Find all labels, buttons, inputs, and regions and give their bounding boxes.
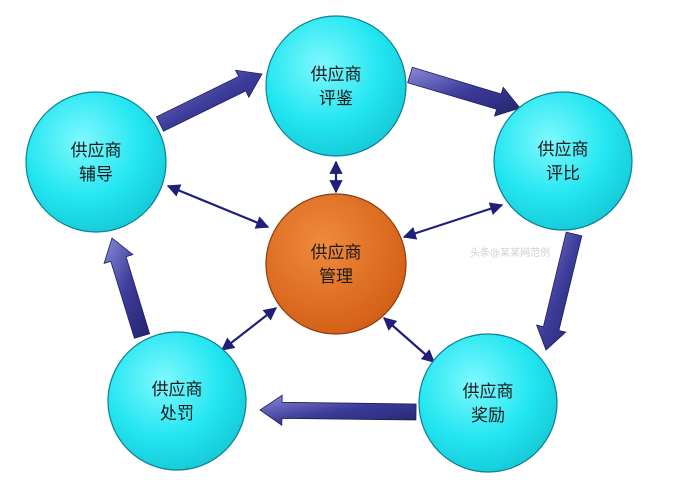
watermark-text: 头条@某某网范例 <box>470 246 550 259</box>
cycle-arrow-compare-to-reward <box>535 231 583 351</box>
connector-penalty <box>220 307 278 351</box>
cycle-arrow-coach-to-evaluate <box>155 69 263 132</box>
connector-reward <box>383 317 435 363</box>
cycle-arrow-evaluate-to-compare <box>407 66 521 117</box>
node-coach-line2: 辅导 <box>79 165 113 185</box>
node-coach-line1: 供应商 <box>71 141 122 161</box>
node-evaluate: 供应商 评鉴 <box>265 15 407 157</box>
node-reward-line1: 供应商 <box>463 382 514 402</box>
cycle-arrow-reward-to-penalty <box>259 394 417 427</box>
node-evaluate-line1: 供应商 <box>311 65 362 85</box>
node-penalty-line2: 处罚 <box>160 404 194 424</box>
node-reward-line2: 奖励 <box>471 406 505 426</box>
cycle-arrows <box>103 66 583 427</box>
node-center-line2: 管理 <box>319 267 353 287</box>
node-center-management: 供应商 管理 <box>265 193 407 335</box>
node-compare-line1: 供应商 <box>538 140 589 160</box>
connector-compare <box>402 202 504 240</box>
node-penalty: 供应商 处罚 <box>107 331 247 471</box>
node-center-line1: 供应商 <box>311 243 362 263</box>
node-reward: 供应商 奖励 <box>418 333 558 473</box>
node-penalty-line1: 供应商 <box>152 380 203 400</box>
cycle-arrow-penalty-to-coach <box>103 237 151 339</box>
node-evaluate-line2: 评鉴 <box>319 89 353 109</box>
node-compare-line2: 评比 <box>546 164 580 184</box>
node-coach: 供应商 辅导 <box>25 91 167 233</box>
node-compare: 供应商 评比 <box>493 91 633 231</box>
connector-coach <box>166 184 270 229</box>
